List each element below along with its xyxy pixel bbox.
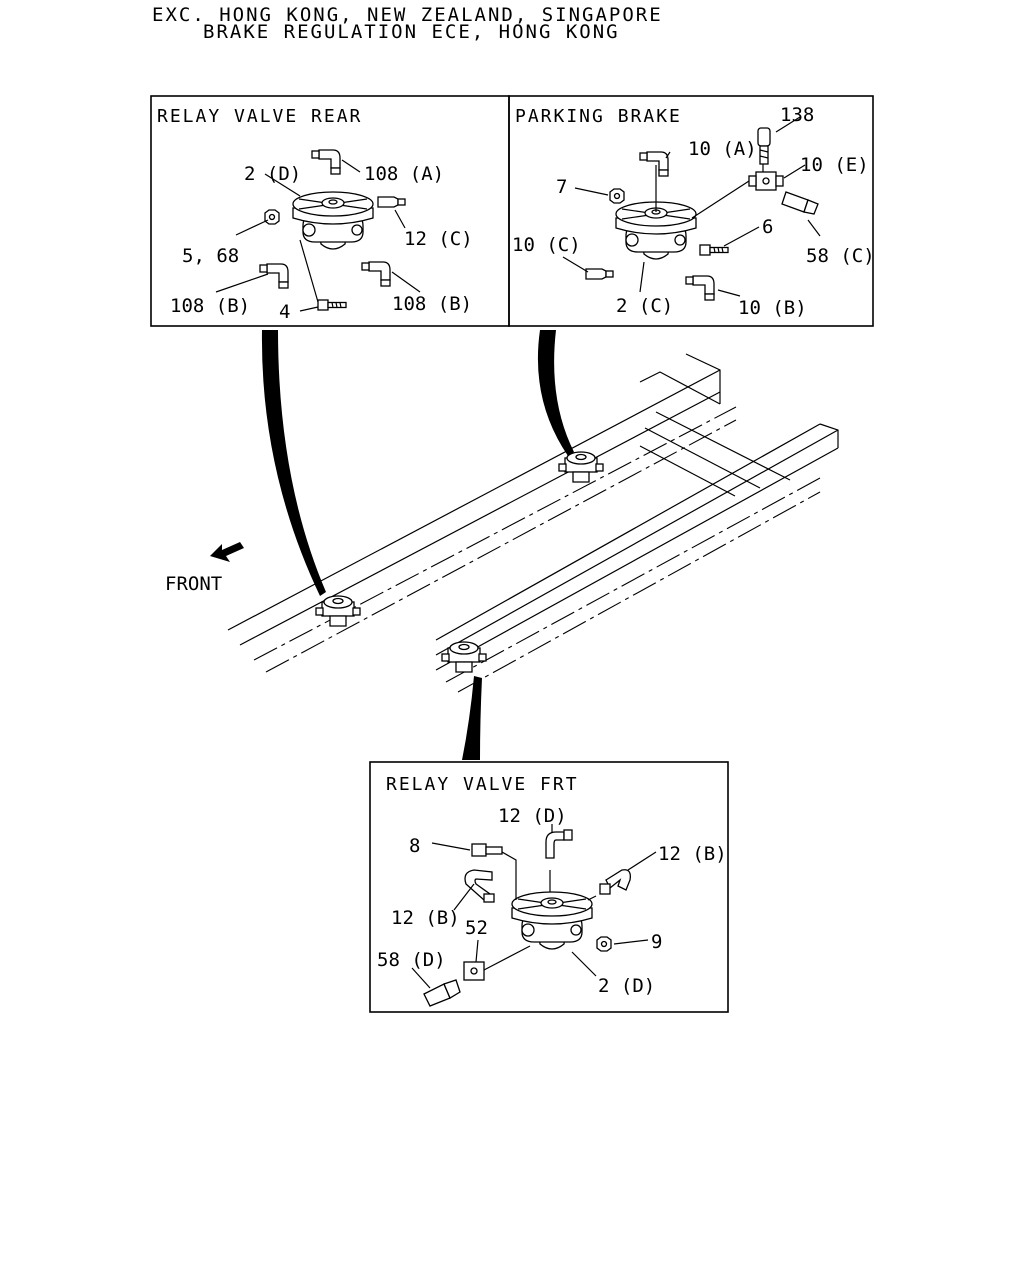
label-138: 138: [780, 104, 814, 126]
label-2c: 2 (C): [616, 295, 673, 317]
label-12b-right: 12 (B): [658, 843, 727, 865]
relay-valve-body: [292, 191, 374, 250]
label-108b-left: 108 (B): [170, 295, 250, 317]
label-12b-left: 12 (B): [391, 907, 460, 929]
label-6: 6: [762, 216, 773, 238]
label-8: 8: [409, 835, 420, 857]
elbow-10b: [685, 275, 715, 301]
header-line-1: EXC. HONG KONG, NEW ZEALAND, SINGAPORE: [152, 4, 663, 26]
label-108b-right: 108 (B): [392, 293, 472, 315]
connector-58c: [781, 191, 819, 215]
panel-title: RELAY VALVE FRT: [386, 774, 579, 795]
label-7: 7: [556, 176, 567, 198]
bolt-4: [317, 299, 347, 311]
chassis-frame: [227, 353, 839, 693]
bolt-6: [699, 244, 729, 256]
header-line-2: BRAKE REGULATION ECE, HONG KONG: [203, 21, 620, 43]
elbow-12b-left: [464, 869, 495, 903]
front-relay-valve-body: [511, 891, 593, 950]
panel-relay-valve-front: RELAY VALVE FRT 12 (D) 8 12 (: [369, 761, 729, 1013]
elbow-12b-right: [599, 869, 631, 895]
label-10c: 10 (C): [512, 234, 581, 256]
nut-5-68: [264, 209, 280, 225]
valve-138: [757, 127, 771, 165]
fitting-12c: [377, 196, 406, 208]
label-52: 52: [465, 917, 488, 939]
fitting-10c: [585, 268, 614, 280]
label-2d: 2 (D): [244, 163, 301, 185]
leader-parking: [537, 330, 574, 456]
elbow-12d: [545, 829, 573, 859]
leader-front: [462, 676, 482, 760]
front-label: FRONT: [165, 573, 222, 595]
tee-10e: [748, 171, 784, 191]
label-58c: 58 (C): [806, 245, 875, 267]
leader-rear: [261, 330, 326, 596]
label-5-68: 5, 68: [182, 245, 239, 267]
panel-title: RELAY VALVE REAR: [157, 106, 362, 127]
elbow-108b-right: [361, 261, 391, 287]
label-10b: 10 (B): [738, 297, 807, 319]
panel-title: PARKING BRAKE: [515, 106, 682, 127]
label-12c: 12 (C): [404, 228, 473, 250]
label-58d: 58 (D): [377, 949, 446, 971]
label-4: 4: [279, 301, 290, 323]
block-52: [463, 961, 485, 981]
nut-9: [596, 936, 612, 952]
rear-relay-valve-on-frame: [315, 595, 361, 627]
panel-parking-brake: PARKING BRAKE 138 10 (A) 10 (E) 7 6 58 (…: [508, 95, 875, 327]
elbow-108a: [311, 149, 341, 175]
bolt-8: [471, 843, 503, 857]
label-9: 9: [651, 931, 662, 953]
label-12d: 12 (D): [498, 805, 567, 827]
elbow-10a: [639, 151, 669, 177]
front-arrow-icon: [210, 542, 244, 562]
label-10e: 10 (E): [800, 154, 869, 176]
elbow-108b-left: [259, 263, 289, 289]
label-10a: 10 (A): [688, 138, 757, 160]
panel-relay-valve-rear: RELAY VALVE REAR 2 (D) 108 (A) 12 (C) 5,…: [150, 95, 510, 327]
connector-58d: [423, 979, 461, 1007]
label-2d-front: 2 (D): [598, 975, 655, 997]
label-108a: 108 (A): [364, 163, 444, 185]
nut-7: [609, 188, 625, 204]
